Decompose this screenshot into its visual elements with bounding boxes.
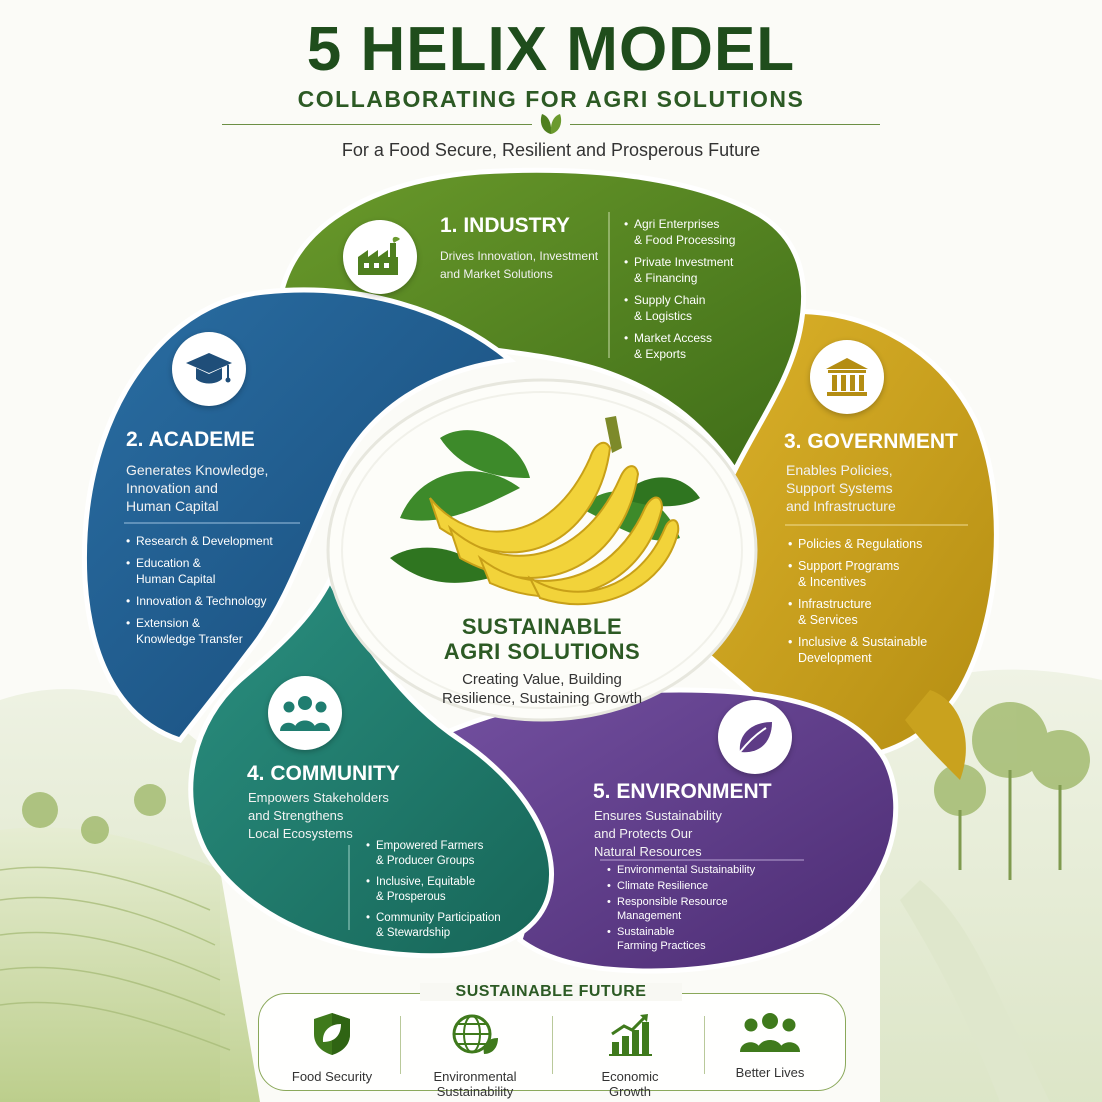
center-subtitle: Creating Value, Building Resilience, Sus…: [392, 670, 692, 708]
environment-bullet: Environmental Sustainability: [607, 863, 807, 877]
factory-icon-badge: [343, 220, 417, 294]
government-bullets: Policies & Regulations Support Programs&…: [788, 536, 968, 672]
government-bullet: Support Programs& Incentives: [788, 558, 968, 590]
environment-description-line: Natural Resources: [594, 844, 702, 859]
government-heading: 3. GOVERNMENT: [784, 430, 958, 453]
future-item-label-line: Economic: [601, 1069, 659, 1084]
future-item-environmental-sustainability: Environmental Sustainability: [405, 1010, 545, 1099]
government-bullet: Infrastructure& Services: [788, 596, 968, 628]
government-description-line: and Infrastructure: [786, 498, 896, 514]
academe-bullet: Education &Human Capital: [126, 555, 306, 587]
industry-description-line: Drives Innovation, Investment: [440, 249, 599, 263]
academe-description-line: Generates Knowledge,: [126, 462, 269, 478]
shield-leaf-icon: [314, 1013, 350, 1055]
leaf-icon: [739, 722, 772, 753]
future-item-label-line: Sustainability: [436, 1084, 514, 1099]
future-item-label: Economic Growth: [560, 1069, 700, 1099]
industry-bullet: Private Investment& Financing: [624, 254, 784, 286]
community-bullets: Empowered Farmers& Producer Groups Inclu…: [366, 839, 536, 947]
center-subtitle-line: Resilience, Sustaining Growth: [441, 690, 643, 707]
community-description: Empowers Stakeholders and Strengthens Lo…: [248, 789, 428, 843]
community-bullet: Inclusive, Equitable& Prosperous: [366, 875, 536, 905]
community-bullet: Community Participation& Stewardship: [366, 911, 536, 941]
factory-icon: [358, 236, 400, 275]
future-divider: [704, 1016, 705, 1074]
academe-bullet: Innovation & Technology: [126, 593, 306, 609]
environment-description: Ensures Sustainability and Protects Our …: [594, 807, 784, 861]
page-subtitle: COLLABORATING FOR AGRI SOLUTIONS: [297, 86, 805, 112]
center-disc: [326, 378, 758, 722]
future-divider: [400, 1016, 401, 1074]
leaf-icon: [540, 114, 562, 134]
academe-bullet: Research & Development: [126, 533, 306, 549]
government-description: Enables Policies, Support Systems and In…: [786, 461, 966, 515]
academe-description-line: Innovation and: [126, 480, 218, 496]
future-item-better-lives: Better Lives: [700, 1010, 840, 1080]
future-item-label: Food Security: [291, 1069, 373, 1084]
page-tagline: For a Food Secure, Resilient and Prosper…: [341, 140, 761, 160]
environment-bullet: Climate Resilience: [607, 879, 807, 893]
people-group-icon-badge: [268, 676, 342, 750]
academe-bullet: Extension &Knowledge Transfer: [126, 615, 306, 647]
people-group-icon: [280, 696, 330, 731]
people-icon: [740, 1013, 800, 1052]
future-item-food-security: Food Security: [262, 1010, 402, 1084]
industry-bullet: Agri Enterprises& Food Processing: [624, 216, 784, 248]
industry-description-line: and Market Solutions: [440, 267, 553, 281]
academe-bullets: Research & Development Education &Human …: [126, 533, 306, 653]
sustainable-future-title: SUSTAINABLE FUTURE: [420, 983, 682, 1001]
center-title-line: AGRI SOLUTIONS: [443, 639, 641, 664]
future-item-label: Environmental Sustainability: [405, 1069, 545, 1099]
future-item-economic-growth: Economic Growth: [560, 1010, 700, 1099]
industry-description: Drives Innovation, Investment and Market…: [440, 247, 608, 283]
center-title: SUSTAINABLE AGRI SOLUTIONS: [392, 614, 692, 664]
industry-heading: 1. INDUSTRY: [440, 214, 570, 237]
government-building-icon-badge: [810, 340, 884, 414]
community-description-line: Empowers Stakeholders: [248, 790, 389, 805]
community-description-line: Local Ecosystems: [248, 826, 353, 841]
environment-description-line: Ensures Sustainability: [594, 808, 722, 823]
future-item-label-line: Growth: [609, 1084, 651, 1099]
environment-description-line: and Protects Our: [594, 826, 693, 841]
academe-heading: 2. ACADEME: [126, 428, 255, 451]
government-description-line: Support Systems: [786, 480, 893, 496]
industry-bullets: Agri Enterprises& Food Processing Privat…: [624, 216, 784, 368]
government-description-line: Enables Policies,: [786, 462, 893, 478]
environment-heading: 5. ENVIRONMENT: [593, 780, 772, 803]
industry-bullet: Market Access& Exports: [624, 330, 784, 362]
community-bullet: Empowered Farmers& Producer Groups: [366, 839, 536, 869]
center-title-line: SUSTAINABLE: [461, 614, 623, 639]
graduation-cap-icon: [186, 353, 232, 384]
industry-bullet: Supply Chain& Logistics: [624, 292, 784, 324]
environment-bullets: Environmental Sustainability Climate Res…: [607, 863, 807, 959]
globe-leaf-icon: [452, 1014, 498, 1054]
future-divider: [552, 1016, 553, 1074]
government-building-icon: [826, 358, 868, 396]
divider-left: [222, 124, 532, 125]
graduation-cap-icon-badge: [172, 332, 246, 406]
center-subtitle-line: Creating Value, Building: [462, 671, 622, 688]
community-description-line: and Strengthens: [248, 808, 344, 823]
government-bullet: Policies & Regulations: [788, 536, 968, 552]
banana-bunch-image: [390, 416, 700, 606]
academe-description-line: Human Capital: [126, 498, 219, 514]
academe-description: Generates Knowledge, Innovation and Huma…: [126, 461, 306, 515]
future-item-label: Better Lives: [735, 1065, 805, 1080]
future-item-label-line: Environmental: [433, 1069, 517, 1084]
community-heading: 4. COMMUNITY: [247, 762, 400, 785]
bar-chart-icon: [609, 1014, 652, 1056]
divider-right: [570, 124, 880, 125]
page-title: 5 HELIX MODEL: [306, 15, 796, 84]
environment-leaf-icon-badge: [718, 700, 792, 774]
